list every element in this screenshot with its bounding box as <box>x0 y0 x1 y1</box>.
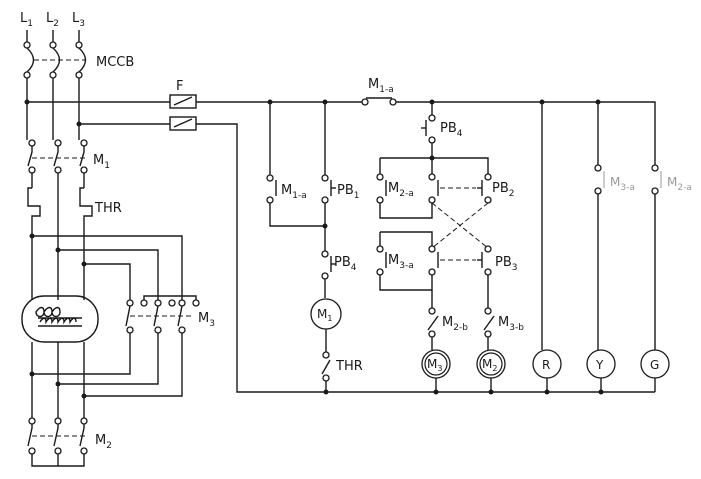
pb3-label: PB3 <box>495 255 518 273</box>
pb3-button <box>477 245 492 276</box>
m2a-hold-contact <box>376 173 387 204</box>
lamp-r: R <box>532 349 562 379</box>
svg-text:G: G <box>650 358 659 372</box>
svg-text:M3: M3 <box>427 357 442 373</box>
m3a-label: M3-a <box>388 253 414 271</box>
m1a-hold-contact <box>266 174 277 204</box>
m2a-lamp-contact <box>651 164 662 195</box>
pb2-label: PB2 <box>492 181 515 199</box>
m2-contactor-label: M2 <box>95 433 112 451</box>
control-circuit: F M1-a M1-a PB1 <box>27 77 692 395</box>
m1a-hold-label: M1-a <box>281 183 307 201</box>
pb4-mid-label: PB4 <box>334 255 357 273</box>
svg-text:R: R <box>542 358 550 372</box>
pb2-button <box>477 173 492 204</box>
m2a-lamp-label: M2-a <box>667 175 692 193</box>
m3b-contact <box>483 307 495 338</box>
pb1-button <box>321 174 336 204</box>
mccb-breaker <box>23 41 87 79</box>
coil-m3: M3 <box>421 349 451 379</box>
svg-text:Y: Y <box>595 358 604 372</box>
m3a-hold-contact <box>376 245 387 276</box>
m3-contactor-label: M3 <box>198 311 215 329</box>
thr-control-contact <box>321 351 331 382</box>
lamp-g: G <box>640 349 670 379</box>
pb4-top-label: PB4 <box>440 121 463 139</box>
m1a-top-label: M1-a <box>368 77 394 95</box>
lamp-y: Y <box>586 349 616 379</box>
power-circuit: L1 L2 L3 MCCB M1 THR <box>20 11 215 467</box>
line-l3-label: L3 <box>72 11 85 29</box>
svg-text:M1: M1 <box>317 307 332 323</box>
thr-control-label: THR <box>335 359 363 374</box>
motor <box>21 295 99 343</box>
pb4-mid-button <box>321 250 336 280</box>
thr-power-label: THR <box>94 201 122 216</box>
coil-m2: M2 <box>476 349 506 379</box>
mccb-label: MCCB <box>96 55 134 70</box>
m2a-label: M2-a <box>388 181 414 199</box>
svg-text:M2: M2 <box>482 357 497 373</box>
m1-contactor-label: M1 <box>93 153 110 171</box>
m3b-label: M3-b <box>498 315 524 333</box>
pb1-label: PB1 <box>337 183 360 201</box>
m3a-lamp-contact <box>594 164 605 195</box>
m3a-lamp-label: M3-a <box>610 175 635 193</box>
m2b-label: M2-b <box>442 315 468 333</box>
fuse-bottom <box>169 116 197 131</box>
contactor-m3 <box>125 295 200 334</box>
line-l1-label: L1 <box>20 11 33 29</box>
coil-m1: M1 <box>310 298 342 330</box>
pb4-top-button <box>421 114 436 144</box>
m2b-contact <box>427 307 439 338</box>
contactor-m1 <box>27 139 88 174</box>
line-l2-label: L2 <box>46 11 59 29</box>
contactor-m2 <box>27 417 88 467</box>
fuse-label: F <box>176 79 183 94</box>
fuse-top <box>169 94 197 109</box>
